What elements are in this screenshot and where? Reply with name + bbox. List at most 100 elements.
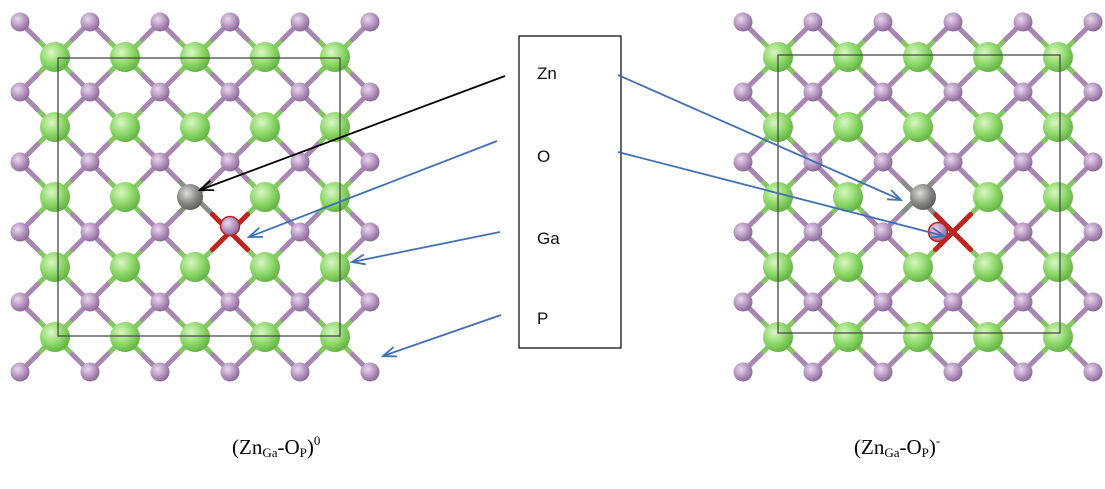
p-atom (10, 362, 30, 382)
caption-formula-mid: -O (899, 435, 922, 459)
ga-atom (110, 182, 140, 212)
ga-atom (973, 42, 1003, 72)
p-atom (943, 82, 963, 102)
ga-atom (40, 112, 70, 142)
caption-subscript-ga: Ga (262, 445, 278, 460)
p-atom (1083, 292, 1103, 312)
bond-segment (933, 212, 956, 235)
legend-box: Zn O Ga P (518, 35, 622, 349)
ga-atom (1043, 182, 1073, 212)
ga-atom (250, 42, 280, 72)
p-atom (733, 82, 753, 102)
ga-atom (180, 252, 210, 282)
ga-atom (1043, 322, 1073, 352)
ga-atom (40, 42, 70, 72)
arrow-zn-left (200, 75, 506, 190)
ga-atom (973, 182, 1003, 212)
p-atom (150, 82, 170, 102)
p-atom (360, 12, 380, 32)
p-atom (290, 362, 310, 382)
ga-atom (320, 182, 350, 212)
p-atom (1083, 222, 1103, 242)
p-atom (80, 152, 100, 172)
p-atom (943, 292, 963, 312)
p-atom (943, 152, 963, 172)
p-atom (943, 12, 963, 32)
caption-neutral-defect: (ZnGa-OP)0 (232, 433, 320, 461)
ga-atom (250, 322, 280, 352)
ga-atom (763, 322, 793, 352)
caption-negative-defect: (ZnGa-OP)- (854, 433, 940, 461)
p-atom (873, 362, 893, 382)
legend-label-p: P (537, 309, 548, 328)
p-atom (80, 362, 100, 382)
caption-subscript-p: P (921, 445, 929, 460)
p-atom (220, 292, 240, 312)
ga-atom (110, 252, 140, 282)
p-atom (803, 12, 823, 32)
ga-atom (180, 112, 210, 142)
caption-subscript-ga: Ga (884, 445, 900, 460)
bond-segment (933, 229, 956, 252)
ga-atom (1043, 42, 1073, 72)
p-atom (150, 222, 170, 242)
p-atom (290, 222, 310, 242)
p-atom (733, 362, 753, 382)
zn-atom (910, 184, 936, 210)
p-atom (220, 82, 240, 102)
ga-atom (833, 252, 863, 282)
p-atom (1013, 222, 1033, 242)
ga-atom (903, 112, 933, 142)
p-atom (360, 222, 380, 242)
p-atom (80, 222, 100, 242)
ga-atom (903, 322, 933, 352)
zn-atom (177, 184, 203, 210)
p-atom (873, 292, 893, 312)
o-atom (219, 215, 241, 237)
ga-atom (40, 322, 70, 352)
p-atom (1083, 362, 1103, 382)
ga-atom (973, 112, 1003, 142)
caption-formula-mid: -O (277, 435, 300, 459)
arrow-o-left (249, 140, 498, 237)
ga-atom (833, 112, 863, 142)
p-atom (873, 152, 893, 172)
arrow-p-left (383, 314, 502, 356)
p-atom (1013, 82, 1033, 102)
p-atom (803, 362, 823, 382)
ga-atom (833, 322, 863, 352)
p-atom (733, 292, 753, 312)
ga-atom (110, 42, 140, 72)
p-atom (150, 292, 170, 312)
caption-formula-open: (Zn (854, 435, 885, 459)
p-atom (803, 292, 823, 312)
p-atom (1013, 12, 1033, 32)
ga-atom (110, 322, 140, 352)
ga-atom (903, 252, 933, 282)
ga-atom (250, 112, 280, 142)
ga-atom (250, 252, 280, 282)
ga-atom (1043, 112, 1073, 142)
ga-atom (180, 322, 210, 352)
p-atom (733, 12, 753, 32)
p-atom (290, 152, 310, 172)
p-atom (80, 292, 100, 312)
p-atom (733, 152, 753, 172)
ga-atom (1043, 252, 1073, 282)
atom-layer (733, 12, 1103, 382)
ga-atom (320, 322, 350, 352)
p-atom (733, 222, 753, 242)
ga-atom (320, 252, 350, 282)
p-atom (220, 12, 240, 32)
p-atom (150, 362, 170, 382)
p-atom (290, 82, 310, 102)
p-atom (1083, 152, 1103, 172)
p-atom (220, 362, 240, 382)
atom-layer (10, 12, 380, 382)
arrow-o-right (617, 151, 944, 236)
caption-charge-neutral: 0 (313, 433, 321, 448)
caption-subscript-p: P (299, 445, 307, 460)
legend-label-ga: Ga (537, 229, 560, 248)
p-atom (360, 292, 380, 312)
p-atom (290, 12, 310, 32)
